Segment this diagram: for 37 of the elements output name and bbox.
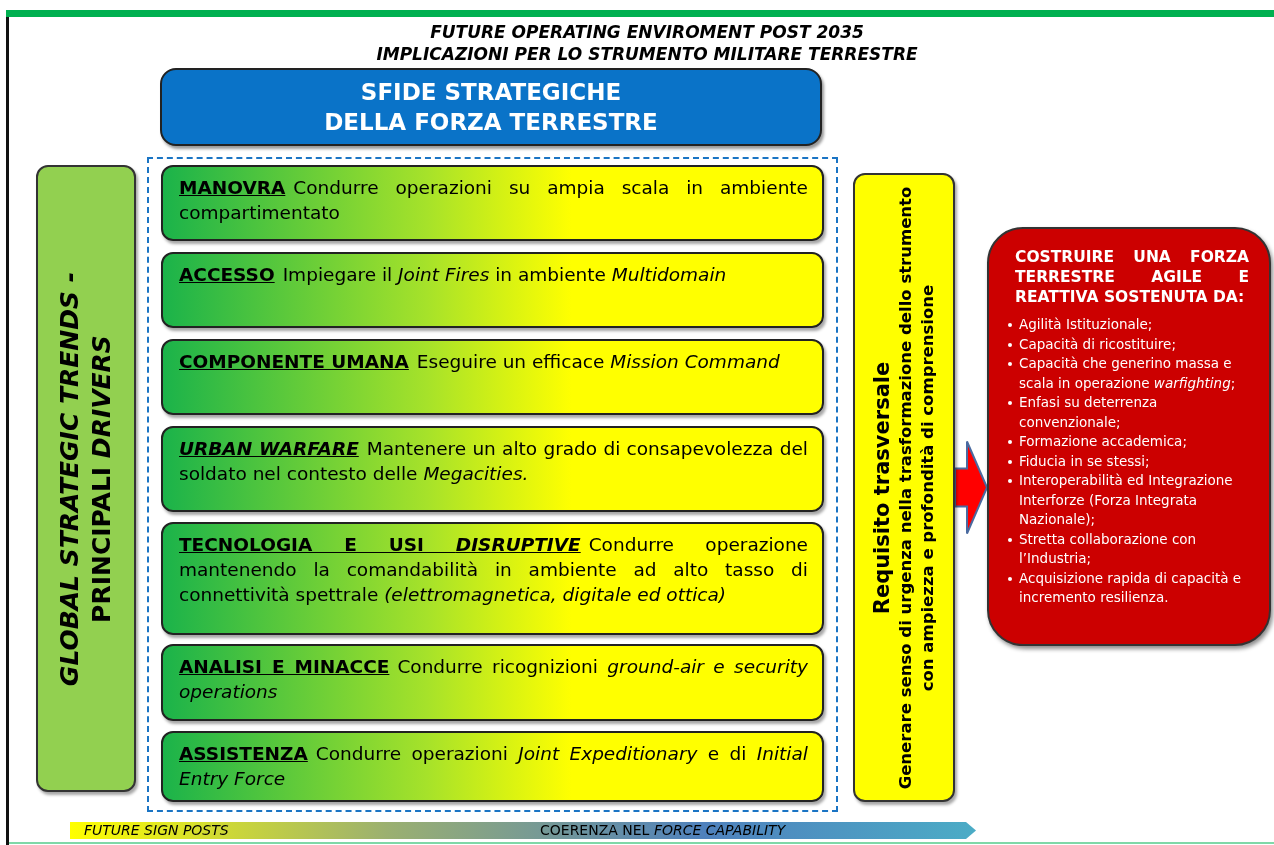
header-box: [160, 68, 822, 146]
sign-label: FUTURE SIGN POSTS: [84, 822, 229, 839]
bullet-text: Agilità Istituzionale;: [1019, 316, 1153, 332]
requirement-title: Requisito trasversale: [869, 360, 895, 616]
bullet-text: Enfasi su deterrenza convenzionale;: [1019, 394, 1158, 430]
challenge-box: [161, 731, 824, 802]
challenge-text: MANOVRA Condurre operazioni su ampia scala in ambiente compartimentato: [179, 176, 808, 225]
block-arrow: [954, 440, 989, 535]
bullet-text: Fiducia in se stessi;: [1019, 452, 1150, 469]
outcome-box: [987, 227, 1271, 646]
bullet-text: Capacità di ricostituire;: [1019, 335, 1176, 352]
trend-bar: [36, 165, 136, 792]
outcome-heading: COSTRUIRE UNA FORZA TERRESTRE AGILE E REATTIVA SOSTENUTA DA:: [1015, 247, 1249, 307]
title: FUTURE OPERATING ENVIROMENT POST 2035: [429, 21, 865, 43]
requirement-text: Generare senso di urgenza nella trasformazione dello strumento con ampiezza e profondità di comprensione: [895, 185, 938, 791]
bullet-text: Formazione accademica;: [1019, 433, 1187, 449]
challenge-text: COMPONENTE UMANA Eseguire un efficace Mission Command: [179, 350, 781, 374]
challenge-box: [161, 644, 824, 721]
dashed-group-box: [147, 157, 838, 812]
bullet-text: Stretta collaborazione con l’Industria;: [1019, 530, 1197, 566]
challenge-box: [161, 165, 824, 241]
bullet-text: Capacità che generino massa e scala in operazione warfighting;: [1019, 355, 1236, 391]
challenge-text: TECNOLOGIA E USI DISRUPTIVE Condurre operazione mantenendo la comandabilità in ambiente ad alto tasso di connettività spettrale (elettromagnetica, digitale ed ottica): [179, 533, 808, 607]
bullet-text: Acquisizione rapida di capacità e incremento resilienza.: [1019, 569, 1242, 605]
challenge-box: [161, 252, 824, 328]
subtitle: IMPLICAZIONI PER LO STRUMENTO MILITARE TERRESTRE: [375, 43, 919, 65]
challenge-text: ACCESSO Impiegare il Joint Fires in ambiente Multidomain: [179, 263, 728, 287]
challenge-box: [161, 522, 824, 635]
bullet-text: Interoperabilità ed Integrazione Interforze (Forza Integrata Nazionale);: [1019, 472, 1233, 527]
header-text: SFIDE STRATEGICHE DELLA FORZA TERRESTRE: [323, 78, 659, 137]
challenge-text: URBAN WARFARE Mantenere un alto grado di consapevolezza del soldato nel contesto delle Megacities.: [179, 437, 808, 486]
challenge-box: [161, 339, 824, 415]
sign-label: COERENZA NEL FORCE CAPABILITY: [540, 822, 786, 839]
requirement-bar: [853, 173, 955, 802]
challenge-text: ANALISI E MINACCE Condurre ricognizioni ground-air e security operations: [179, 655, 808, 704]
challenge-text: ASSISTENZA Condurre operazioni Joint Expeditionary e di Initial Entry Force: [179, 742, 808, 791]
challenge-box: [161, 426, 824, 512]
